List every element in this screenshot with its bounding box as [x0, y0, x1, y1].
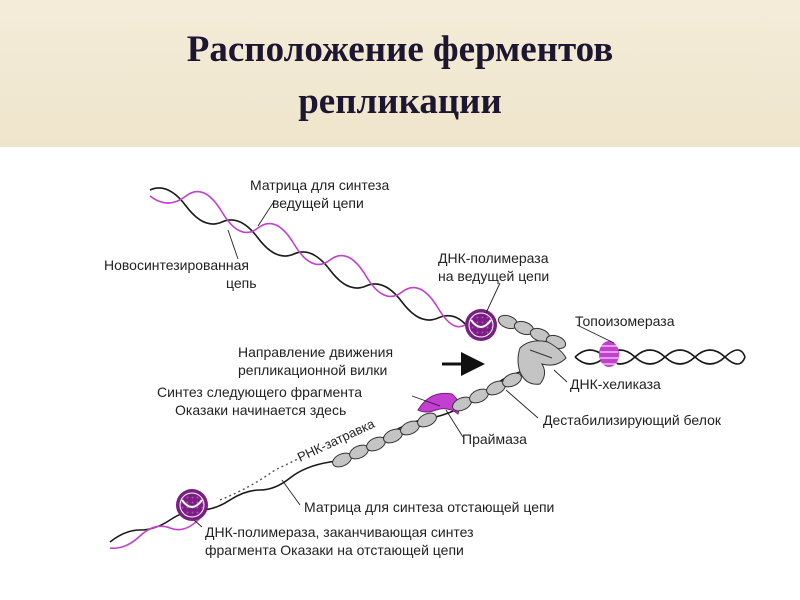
primase — [417, 392, 460, 415]
lagging-new-strand — [109, 517, 201, 550]
dna-polymerase-leading — [465, 309, 497, 341]
slide-title-line2: репликации — [298, 81, 502, 122]
slide-title-line1: Расположение ферментов — [186, 29, 614, 70]
label-polymerase-lagging: ДНК-полимераза, заканчивающая синтез — [205, 524, 474, 540]
okazaki-fragment-dotted — [219, 457, 301, 501]
label-primase: Праймаза — [462, 431, 527, 447]
label-okazaki-start-2: Оказаки начинается здесь — [175, 402, 346, 418]
ssb-proteins-leading — [497, 314, 567, 350]
topoisomerase — [599, 341, 619, 367]
leading-new-strand — [149, 190, 471, 328]
label-fork-direction: Направление движения — [238, 344, 393, 360]
label-pointer-lines — [193, 199, 615, 528]
label-okazaki-start: Синтез следующего фрагмента — [157, 384, 362, 400]
ssb-proteins-lagging — [332, 372, 522, 468]
leading-template-strand — [149, 187, 471, 331]
title-banner — [0, 0, 800, 147]
label-polymerase-leading: ДНК-полимераза — [438, 250, 549, 266]
label-leading-template-2: ведущей цепи — [272, 195, 364, 211]
label-fork-direction-2: репликационной вилки — [238, 362, 387, 378]
label-lagging-template: Матрица для синтеза отстающей цепи — [304, 499, 554, 515]
label-leading-template: Матрица для синтеза — [250, 177, 390, 193]
label-polymerase-leading-2: на ведущей цепи — [438, 268, 549, 284]
label-new-strand: Новосинтезированная — [104, 257, 249, 273]
dna-polymerase-lagging — [176, 489, 208, 521]
dna-helicase — [517, 340, 567, 385]
label-new-strand-2: цепь — [226, 275, 257, 291]
label-polymerase-lagging-2: фрагмента Оказаки на отстающей цепи — [205, 542, 464, 558]
label-helicase: ДНК-хеликаза — [570, 376, 661, 392]
label-ssb: Дестабилизирующий белок — [543, 412, 722, 428]
label-topoisomerase: Топоизомераза — [575, 313, 675, 329]
